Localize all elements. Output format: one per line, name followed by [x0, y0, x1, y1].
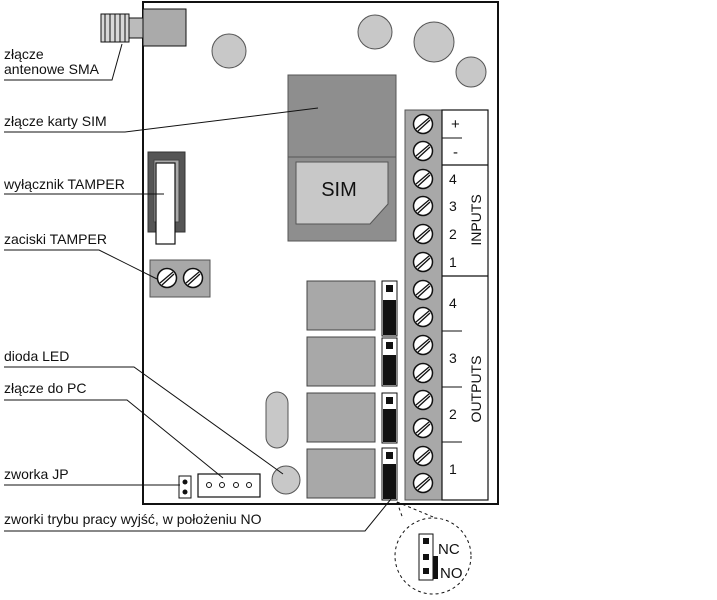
- output-jumpers: [381, 280, 398, 501]
- jumper-jp: [178, 475, 192, 499]
- label-sma-line2: antenowe SMA: [4, 61, 100, 77]
- label-sim-connector: złącze karty SIM: [4, 113, 107, 129]
- input-3-label: 3: [449, 198, 457, 214]
- label-pc-connector: złącze do PC: [4, 380, 86, 396]
- inputs-title: INPUTS: [468, 194, 484, 245]
- power-minus-label: -: [453, 144, 458, 161]
- terminal-label-panel: [441, 109, 489, 501]
- label-jumper-jp: zworka JP: [4, 466, 69, 482]
- round-component: [357, 14, 393, 50]
- round-component: [413, 21, 455, 63]
- relay: [306, 448, 376, 499]
- sim-connector: [287, 74, 397, 158]
- led: [271, 465, 301, 495]
- sim-card-label: SIM: [321, 179, 357, 201]
- round-component: [455, 56, 487, 88]
- output-2-label: 2: [449, 406, 457, 422]
- relay: [306, 392, 376, 443]
- leader-lines: [4, 43, 392, 532]
- detail-no-label: NO: [440, 565, 463, 582]
- output-3-label: 3: [449, 350, 457, 366]
- label-sma-line1: złącze: [4, 46, 44, 62]
- terminal-block: [404, 109, 443, 501]
- power-plus-label: +: [451, 116, 460, 133]
- input-2-label: 2: [449, 226, 457, 242]
- oval-component: [265, 391, 289, 449]
- label-tamper-switch: wyłącznik TAMPER: [3, 176, 125, 192]
- input-1-label: 1: [449, 254, 457, 270]
- outputs-title: OUTPUTS: [468, 356, 484, 423]
- output-4-label: 4: [449, 295, 457, 311]
- round-component: [211, 33, 247, 69]
- label-output-jumpers: zworki trybu pracy wyjść, w położeniu NO: [4, 511, 262, 527]
- input-4-label: 4: [449, 171, 457, 187]
- relay: [306, 336, 376, 387]
- detail-callout: NC NO: [394, 501, 472, 595]
- label-led: dioda LED: [4, 348, 69, 364]
- pc-connector: [197, 473, 261, 498]
- sim-card: [295, 161, 389, 225]
- sma-connector: [100, 8, 187, 47]
- output-1-label: 1: [449, 461, 457, 477]
- relay: [306, 280, 376, 331]
- detail-nc-label: NC: [438, 541, 460, 558]
- label-tamper-terminals: zaciski TAMPER: [4, 231, 107, 247]
